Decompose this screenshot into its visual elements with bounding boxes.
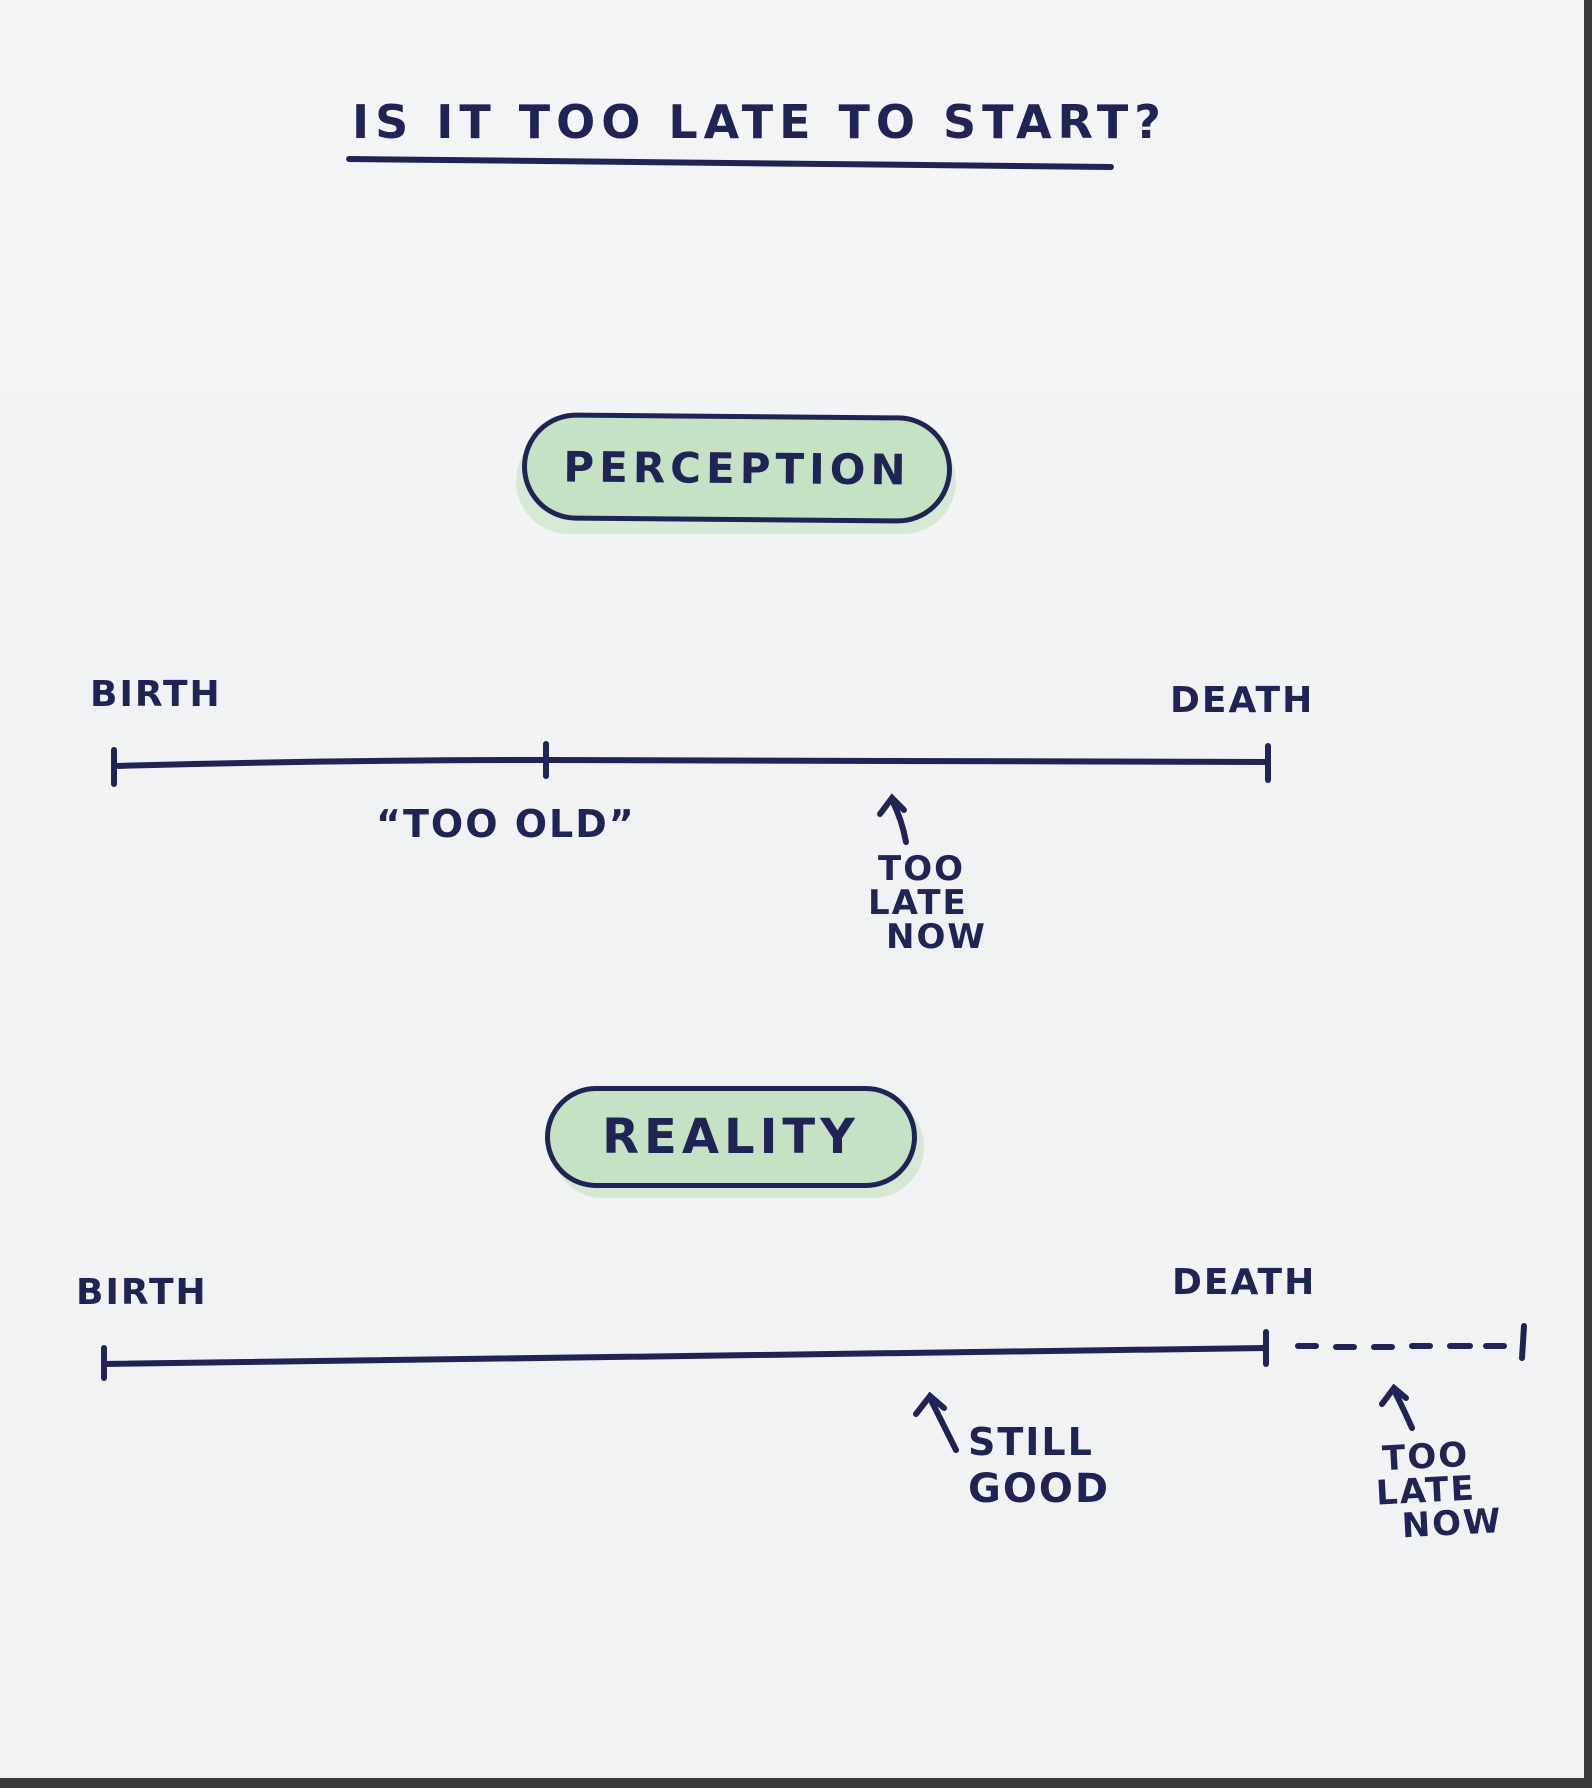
still-good-arrowhead	[913, 1391, 947, 1417]
reality-too-late-arrow	[1391, 1387, 1415, 1431]
reality-timeline	[101, 1345, 1269, 1367]
perception-too-late-arrowhead	[877, 793, 907, 817]
perception-too-late-line-2: LATE	[868, 883, 968, 923]
perception-too-late-line-3: NOW	[886, 917, 987, 957]
page-title: IS IT TOO LATE TO START?	[352, 95, 1167, 149]
reality-heading: REALITY	[545, 1086, 917, 1188]
reality-death-label: DEATH	[1172, 1262, 1317, 1303]
reality-too-late-arrowhead	[1379, 1383, 1409, 1407]
still-good-note: STILL GOOD	[968, 1420, 1110, 1514]
reality-end-tick	[1519, 1323, 1527, 1361]
perception-birth-label: BIRTH	[90, 674, 222, 715]
too-old-label: “TOO OLD”	[376, 802, 636, 846]
reality-dashed-extension	[1295, 1343, 1507, 1350]
reality-birth-label: BIRTH	[76, 1272, 208, 1313]
perception-timeline	[111, 756, 1271, 769]
still-good-arrow	[927, 1395, 959, 1453]
still-good-line-1: STILL	[968, 1420, 1094, 1464]
perception-death-label: DEATH	[1170, 680, 1315, 721]
perception-too-late-line-1: TOO	[878, 849, 965, 889]
perception-too-late-note: TOO LATE NOW	[868, 852, 985, 954]
still-good-line-2: GOOD	[968, 1466, 1111, 1512]
